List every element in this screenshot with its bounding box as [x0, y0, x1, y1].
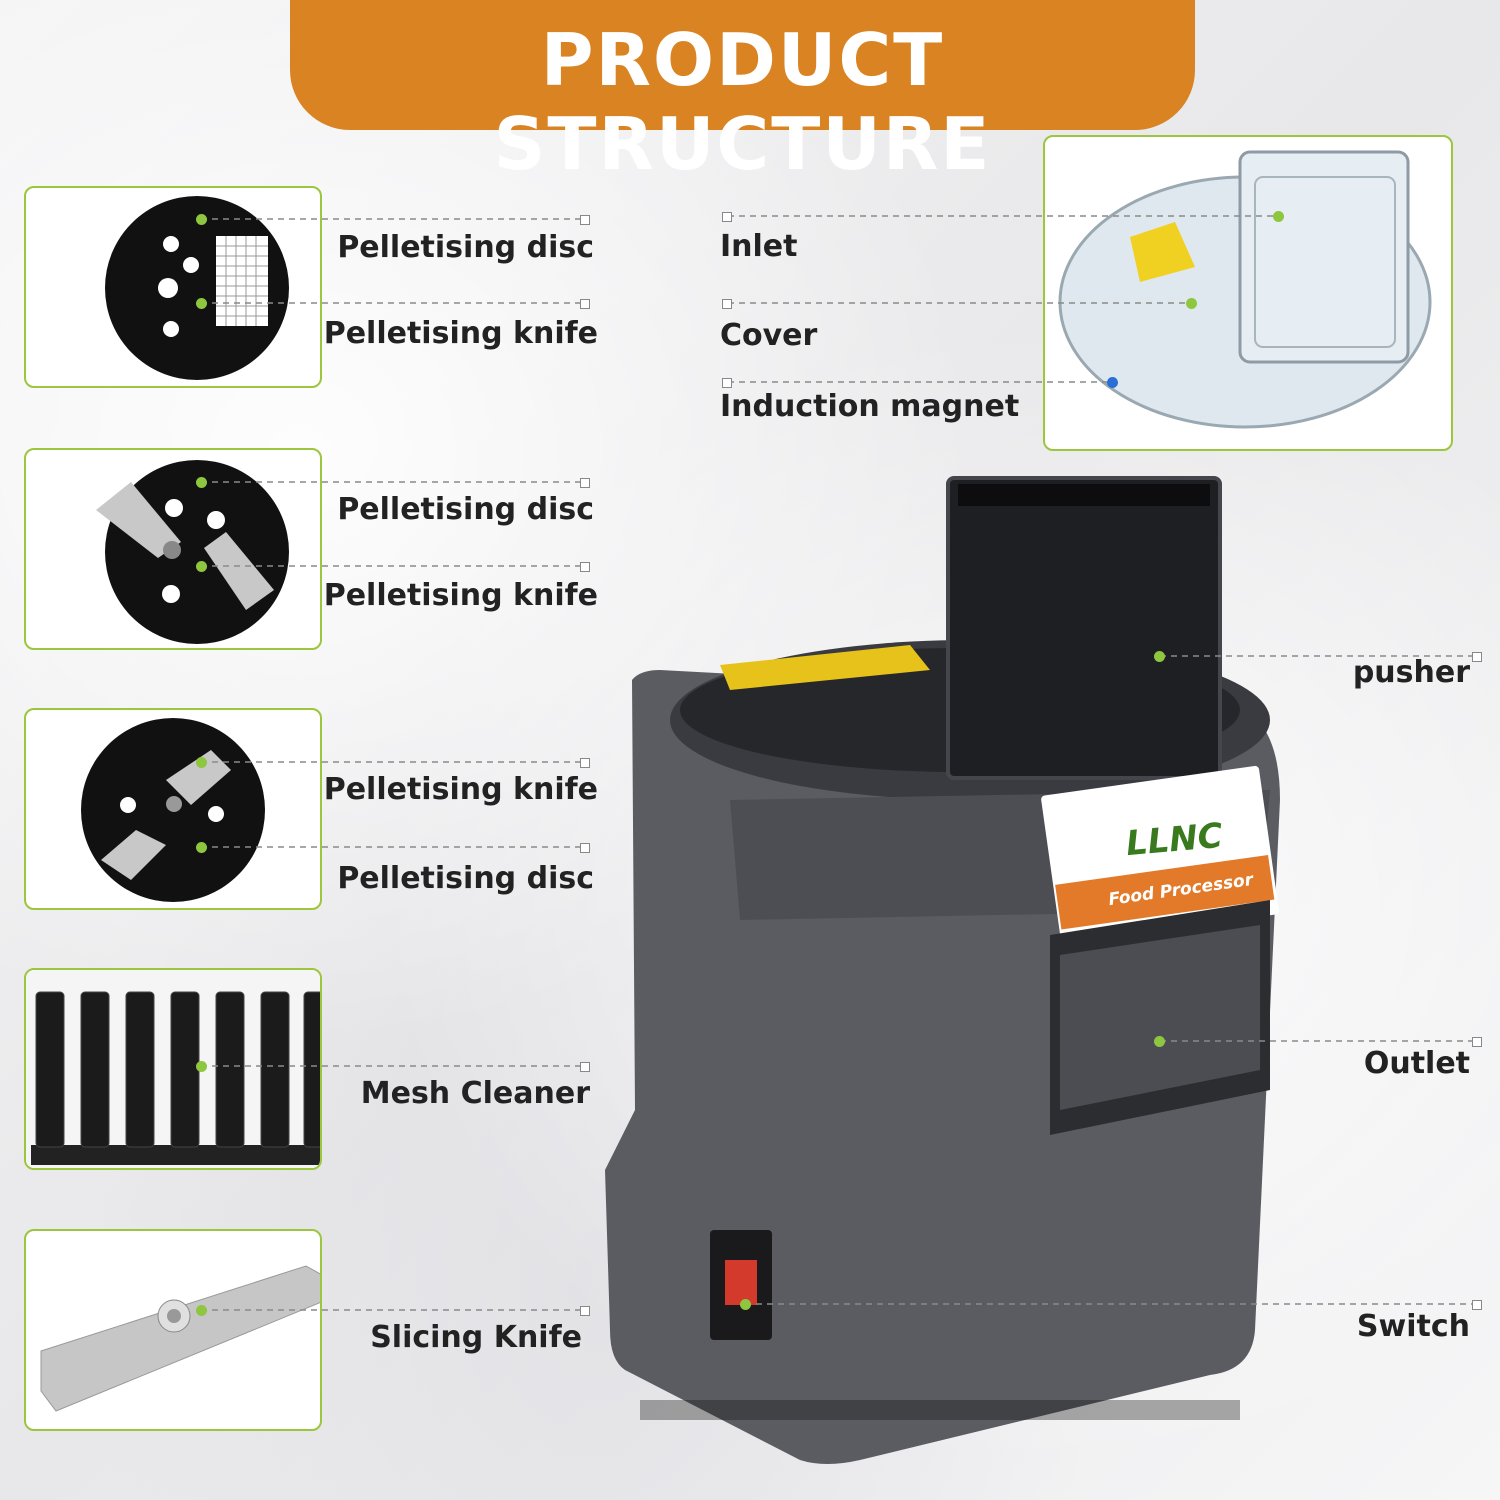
- callout-end-marker: [1472, 1037, 1482, 1047]
- label-induction-magnet: Induction magnet: [720, 389, 1020, 424]
- thumbnail-mesh-cleaner: [24, 968, 322, 1170]
- callout-dot: [196, 1061, 207, 1072]
- callout-dot: [196, 757, 207, 768]
- label-mesh-cleaner: Mesh Cleaner: [360, 1076, 590, 1111]
- thumbnail-pelletising-knife-disc-2: [24, 708, 322, 910]
- food-processor-image: [605, 476, 1280, 1464]
- callout-dot: [1186, 298, 1197, 309]
- callout-dot: [196, 1305, 207, 1316]
- callout-end-marker: [580, 843, 590, 853]
- label-pusher: pusher: [1352, 655, 1470, 690]
- callout-dot: [1154, 651, 1165, 662]
- callout-end-marker: [722, 212, 732, 222]
- callout-end-marker: [1472, 1300, 1482, 1310]
- callout-end-marker: [580, 562, 590, 572]
- callout-dot: [196, 477, 207, 488]
- thumbnail-slicing-knife: [24, 1229, 322, 1431]
- label-cover: Cover: [720, 318, 818, 353]
- callout-end-marker: [580, 1306, 590, 1316]
- label-pelletising-knife: Pelletising knife: [323, 772, 598, 807]
- thumbnail-pelletising-knife-disc-1: [24, 448, 322, 650]
- label-outlet: Outlet: [1363, 1046, 1470, 1081]
- knife-disc-image-2: [81, 718, 265, 902]
- callout-end-marker: [722, 299, 732, 309]
- label-switch: Switch: [1356, 1309, 1470, 1344]
- callout-dot: [1154, 1036, 1165, 1047]
- thumbnail-pelletising-disc-grid: [24, 186, 322, 388]
- label-pelletising-disc: Pelletising disc: [337, 230, 594, 265]
- slicing-knife-image: [40, 1265, 320, 1412]
- grid-disc-image: [105, 196, 289, 380]
- callout-dot: [1107, 377, 1118, 388]
- callout-end-marker: [580, 478, 590, 488]
- callout-end-marker: [580, 299, 590, 309]
- callout-dot: [740, 1299, 751, 1310]
- page-title: PRODUCT STRUCTURE: [493, 18, 992, 186]
- label-slicing-knife: Slicing Knife: [370, 1320, 582, 1355]
- callout-end-marker: [1472, 652, 1482, 662]
- callout-dot: [1273, 211, 1284, 222]
- lid-image-box: [1043, 135, 1453, 451]
- callout-end-marker: [580, 1062, 590, 1072]
- label-pelletising-disc: Pelletising disc: [337, 861, 594, 896]
- label-pelletising-knife: Pelletising knife: [323, 316, 598, 351]
- label-pelletising-disc: Pelletising disc: [337, 492, 594, 527]
- callout-dot: [196, 214, 207, 225]
- lid-image: [1058, 150, 1432, 429]
- header-banner: PRODUCT STRUCTURE: [290, 0, 1195, 186]
- label-inlet: Inlet: [720, 229, 798, 264]
- knife-disc-image: [96, 460, 289, 644]
- callout-dot: [196, 561, 207, 572]
- callout-dot: [196, 298, 207, 309]
- label-pelletising-knife: Pelletising knife: [323, 578, 598, 613]
- mesh-cleaner-image: [26, 970, 320, 1168]
- callout-end-marker: [580, 215, 590, 225]
- callout-end-marker: [580, 758, 590, 768]
- callout-end-marker: [722, 378, 732, 388]
- callout-dot: [196, 842, 207, 853]
